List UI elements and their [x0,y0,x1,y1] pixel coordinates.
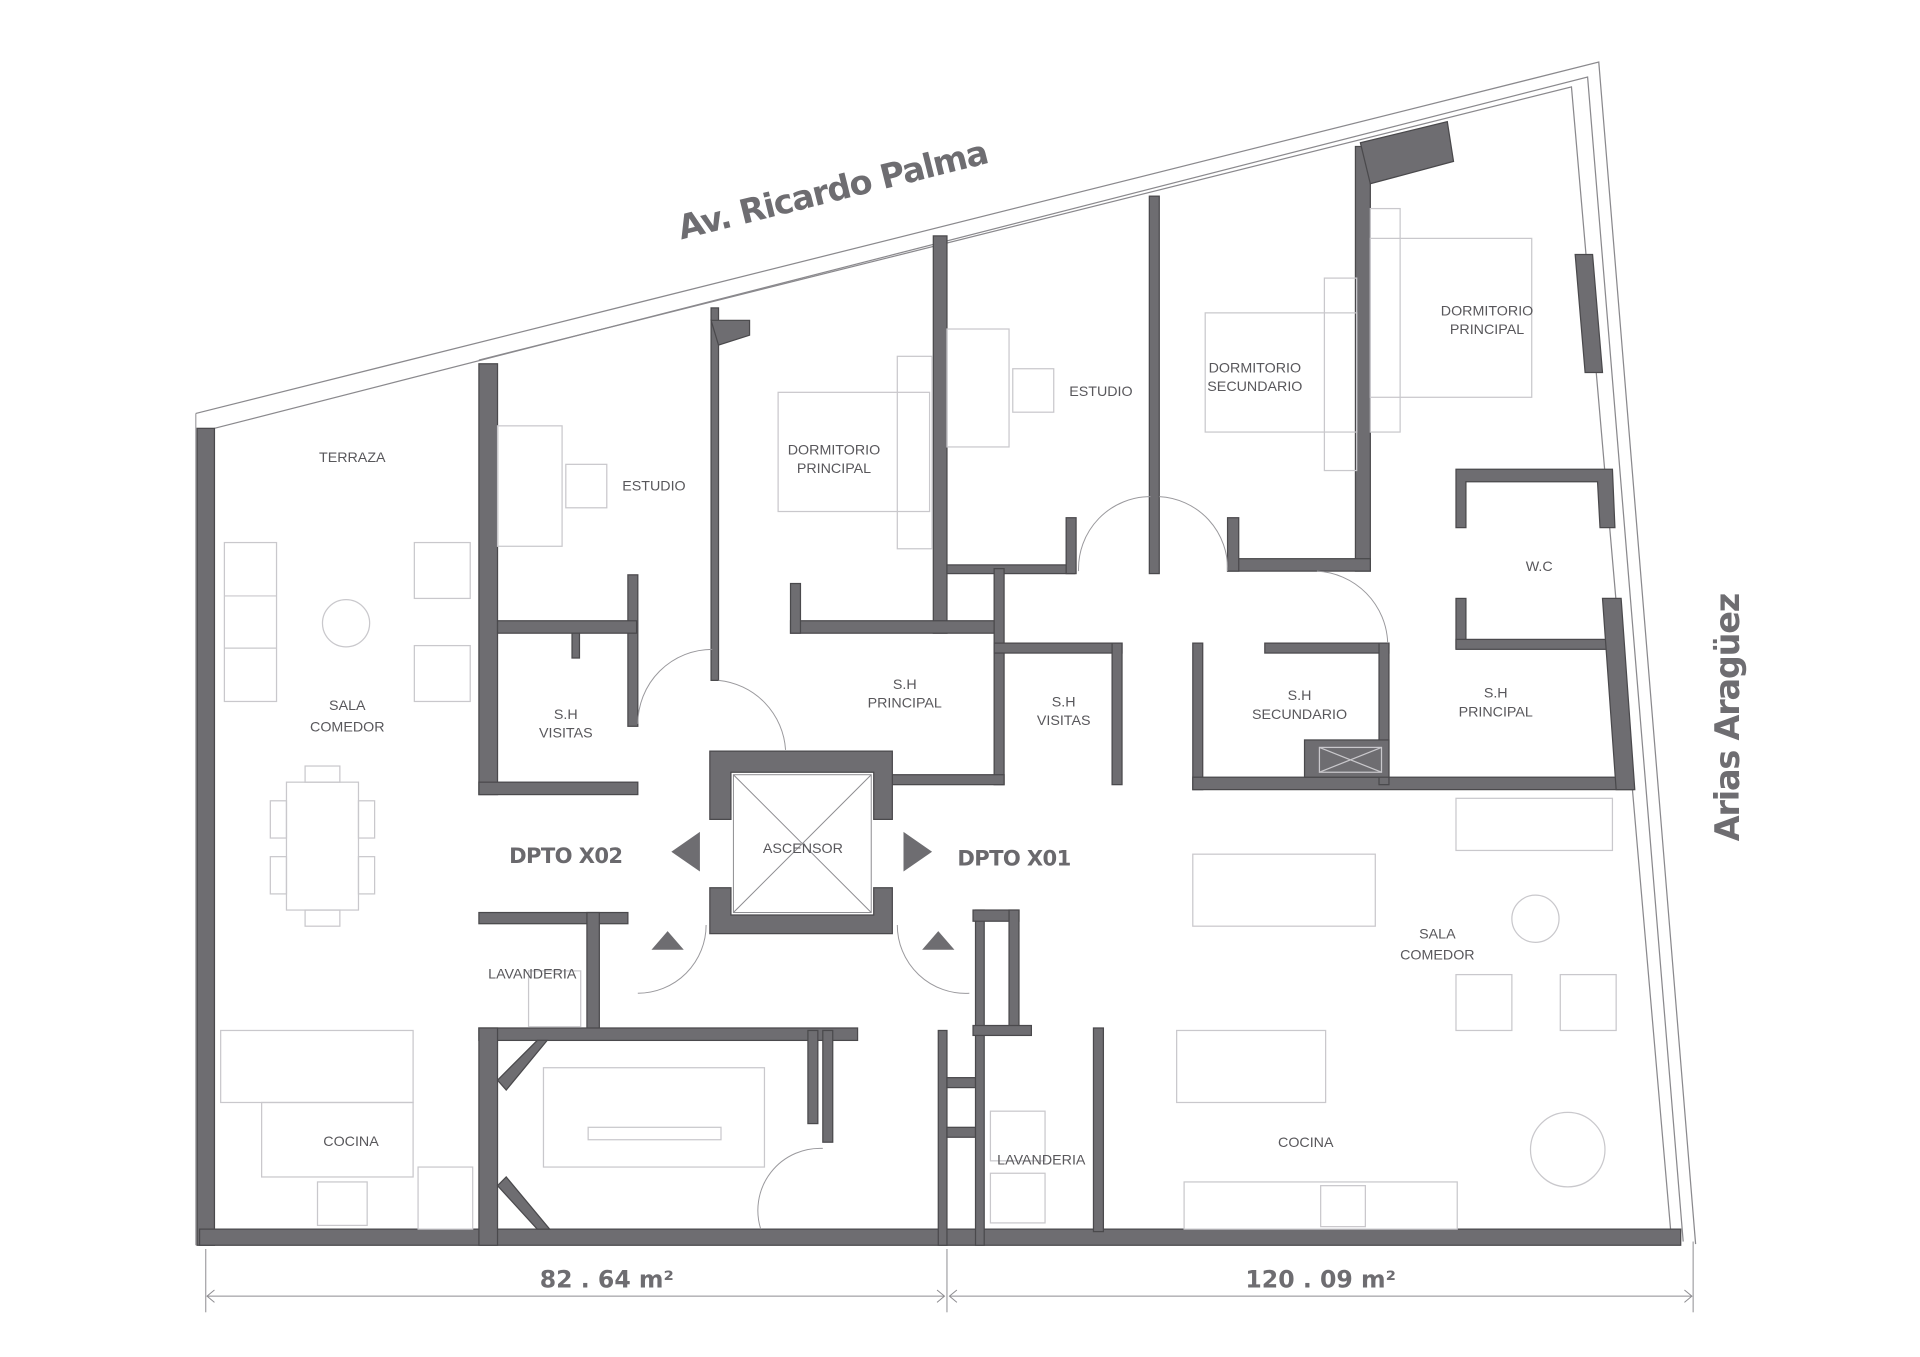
room-sh-visitas-right-2: VISITAS [1037,713,1091,729]
property-boundary [195,61,1697,1246]
room-dorm-principal-right: DORMITORIO [1441,303,1533,319]
room-dorm-secundario-2: SECUNDARIO [1207,379,1302,395]
room-sh-visitas-right: S.H [1052,694,1076,710]
room-lavanderia-left: LAVANDERIA [488,966,577,982]
room-comedor-left: COMEDOR [310,719,385,735]
room-dorm-principal-right-2: PRINCIPAL [1450,322,1524,338]
dimension-lines [205,1241,1694,1313]
unit-label-x02: DPTO X02 [509,843,622,868]
room-sh-visitas-left: S.H [554,707,578,723]
street-east-label: Arias Aragüez [1708,594,1747,841]
room-sh-principal-right: S.H [1484,686,1508,702]
entry-arrow-right-icon [922,931,955,950]
room-lavanderia-right: LAVANDERIA [997,1153,1086,1169]
room-sala-left: SALA [329,698,366,714]
room-terraza: TERRAZA [319,450,386,466]
room-sh-principal-right-2: PRINCIPAL [1459,704,1533,720]
unit-label-x01: DPTO X01 [957,845,1070,870]
elevator [732,774,872,914]
room-sh-secundario-2: SECUNDARIO [1252,707,1347,723]
room-sala-right: SALA [1419,927,1456,943]
room-sh-principal-left-2: PRINCIPAL [868,696,942,712]
room-sh-secundario: S.H [1288,688,1312,704]
room-cocina-right: COCINA [1278,1135,1334,1151]
room-sh-principal-left: S.H [893,677,917,693]
room-estudio-left: ESTUDIO [622,478,685,494]
arrow-right-icon [903,831,933,872]
area-dpto-x01: 120 . 09 m² [1245,1265,1396,1293]
elevator-label: ASCENSOR [763,841,843,857]
room-dorm-principal-left: DORMITORIO [788,442,880,458]
walls [196,120,1682,1246]
arrow-left-icon [671,831,700,872]
room-dorm-secundario: DORMITORIO [1209,360,1301,376]
room-comedor-right: COMEDOR [1400,948,1474,964]
room-estudio-right: ESTUDIO [1069,384,1132,400]
room-labels: TERRAZA ESTUDIO SALA COMEDOR S.H VISITAS… [310,303,1553,1168]
entry-arrow-left-icon [651,931,684,950]
room-sh-visitas-left-2: VISITAS [539,725,593,741]
room-cocina-left: COCINA [323,1134,379,1150]
street-north-label: Av. Ricardo Palma [674,133,991,248]
room-dorm-principal-left-2: PRINCIPAL [797,461,871,477]
area-dpto-x02: 82 . 64 m² [540,1265,674,1293]
room-wc: W.C [1526,559,1553,575]
furniture [220,207,1617,1230]
